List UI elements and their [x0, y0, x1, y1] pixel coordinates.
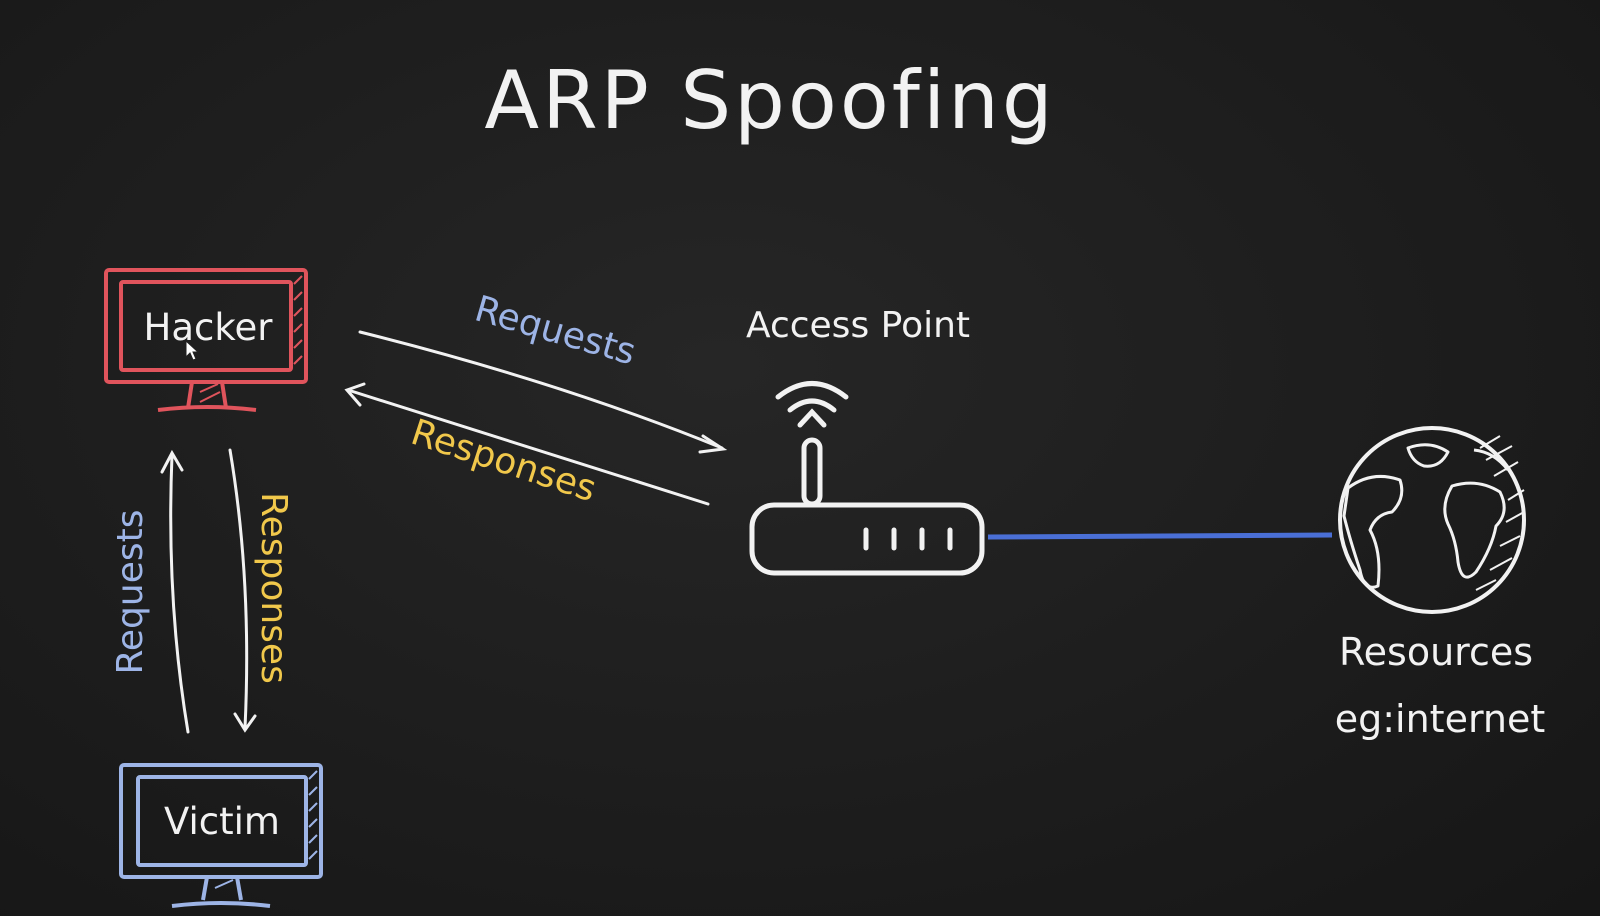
victim-monitor-icon: [119, 763, 323, 908]
hacker-to-ap-arrow: [358, 330, 728, 454]
victim-responses-label: Responses: [253, 492, 294, 684]
ap-to-resources-link: [987, 532, 1333, 540]
ap-to-hacker-arrow: [344, 382, 710, 506]
resources-sublabel: eg:internet: [1335, 697, 1546, 741]
victim-label: Victim: [164, 800, 280, 843]
ap-requests-label: Requests: [470, 288, 640, 373]
ap-responses-label: Responses: [406, 412, 601, 510]
hacker-monitor-icon: [104, 268, 308, 412]
wifi-signal-icon: [775, 381, 849, 428]
hacker-to-victim-arrow: [228, 448, 257, 733]
access-point-label: Access Point: [746, 305, 970, 346]
hacker-label: Hacker: [144, 306, 274, 349]
resources-label: Resources: [1339, 630, 1533, 674]
globe-icon: [1338, 426, 1526, 614]
victim-to-hacker-arrow: [160, 449, 190, 734]
victim-requests-label: Requests: [110, 510, 151, 675]
globe-shading: [1475, 435, 1525, 591]
mouse-cursor-icon: [185, 339, 200, 361]
router-icon: [749, 437, 985, 576]
diagram-title: ARP Spoofing: [484, 54, 1055, 147]
